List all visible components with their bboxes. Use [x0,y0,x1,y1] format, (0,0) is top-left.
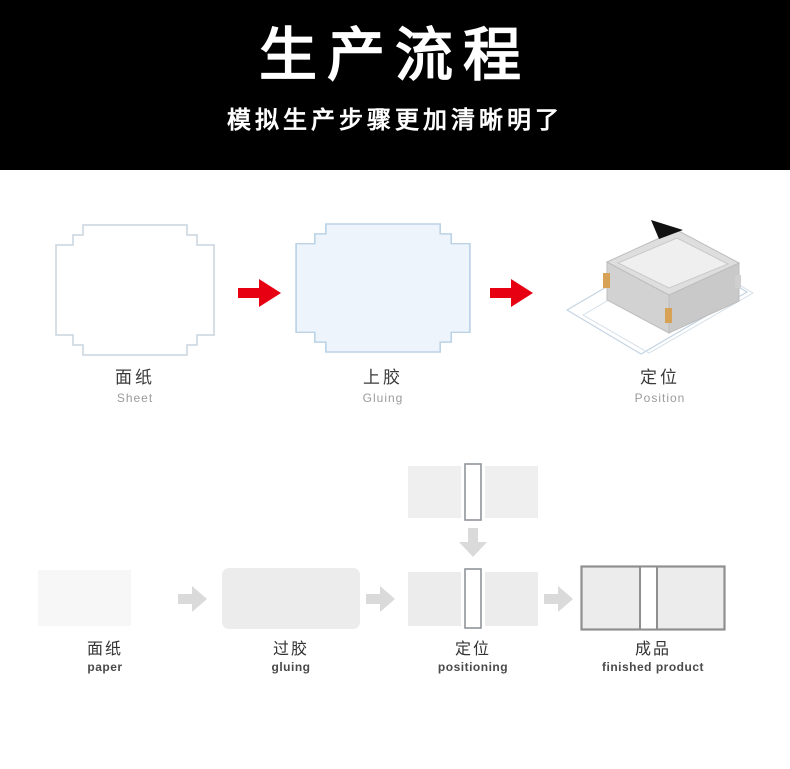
step-label-positioning: 定位 positioning [408,640,538,674]
step-label-paper: 面纸 paper [38,640,172,674]
step-en: positioning [437,660,509,675]
step-zh: 定位 [640,368,680,387]
step-zh: 面纸 [86,641,123,658]
step-label-gluing2: 过胶 gluing [222,640,360,674]
step-en: gluing [271,660,311,675]
box-position-graphic [555,215,755,365]
sheet-diecut-graphic [55,224,215,356]
header-banner: 生产流程 模拟生产步骤更加清晰明了 [0,0,790,170]
step-zh: 过胶 [272,641,309,658]
arrow-down-gray-icon [458,528,488,558]
positioning-piece-graphic [408,568,538,629]
arrow-right-red-icon [490,279,534,307]
finished-product-graphic [580,565,726,631]
step-zh: 面纸 [115,368,155,387]
step-en: finished product [602,660,704,675]
page-subtitle: 模拟生产步骤更加清晰明了 [227,106,563,134]
paper-graphic [38,570,131,626]
arrow-right-red-icon [238,279,282,307]
step-en: paper [87,660,123,675]
step-en: Position [634,391,686,406]
arrow-right-gray-icon [178,585,208,613]
step-label-sheet: 面纸 Sheet [55,368,215,405]
step-zh: 成品 [634,641,671,658]
step-label-gluing: 上胶 Gluing [295,368,471,405]
arrow-right-gray-icon [366,585,396,613]
step-zh: 上胶 [363,368,403,387]
glued-sheet-graphic [295,223,471,353]
positioning-piece-top-graphic [408,463,538,521]
gluing-graphic [222,568,360,629]
step-label-position: 定位 Position [565,368,755,405]
step-en: Sheet [116,391,154,406]
step-zh: 定位 [454,641,491,658]
step-label-finished-product: 成品 finished product [580,640,726,674]
arrow-right-gray-icon [544,585,574,613]
step-en: Gluing [362,391,404,406]
page-title: 生产流程 [258,23,531,88]
